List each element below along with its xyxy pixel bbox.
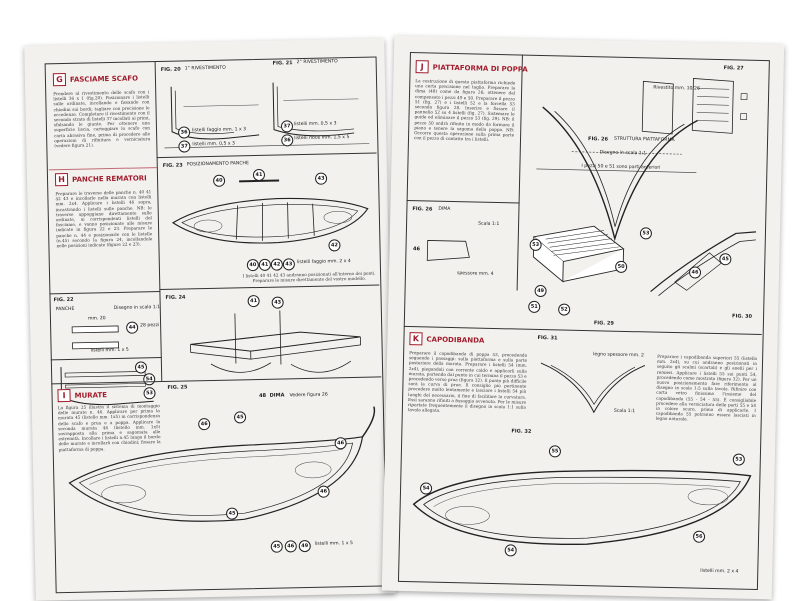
section-i-letter: I — [57, 388, 71, 403]
section-i-title: MURATE — [74, 390, 108, 400]
fig31-scala: Scala 1:1 — [613, 408, 636, 415]
right-page: J PIATTAFORMA DI POPPA La costruzione di… — [381, 35, 785, 600]
fig21-label: FIG. 21 — [272, 60, 293, 67]
fig25-label: FIG. 25 — [167, 384, 188, 391]
section-g-body: Prendere al rivestimento delle scafo con… — [53, 89, 151, 149]
section-h-title: PANCHE REMATORI — [71, 173, 147, 184]
fig25-vedere: Vedere figura 26 — [289, 392, 328, 399]
fig20-note: 1° RIVESTIMENTO — [184, 65, 226, 72]
fig31-label: FIG. 31 — [537, 334, 558, 342]
fig21-cap-1: listelli mm. 0,5 x 3 — [293, 121, 337, 128]
fig30-drawing — [650, 231, 757, 297]
fig29-drawing — [532, 225, 625, 283]
section-j-title: PIATTAFORMA DI POPPA — [432, 63, 528, 74]
fig32-hull-drawing — [412, 469, 752, 546]
section-g-heading: G FASCIAME SCAFO — [52, 71, 139, 87]
fig26-structure-disegno: Disegno in scala 1:1 — [599, 150, 647, 157]
fig25-dima: DIMA — [269, 392, 285, 399]
left-page: G FASCIAME SCAFO Prendere al rivestiment… — [24, 38, 396, 601]
fig26-dima-drawing — [426, 240, 470, 261]
fig22-plank-drawing — [71, 325, 119, 350]
fig24-label: FIG. 24 — [165, 294, 186, 301]
fig22-mm: mm. 20 — [87, 316, 106, 322]
fig26-dima-scala: Scala 1:1 — [478, 221, 500, 228]
fig20-label: FIG. 20 — [160, 66, 181, 73]
section-k-letter: K — [409, 332, 423, 346]
fig25-hull-drawing — [68, 406, 376, 522]
fig23-hull-drawing — [171, 179, 369, 244]
fig22-panche: PANCHE — [55, 306, 75, 313]
fig23-label: FIG. 23 — [162, 162, 183, 169]
fig31-drawing — [540, 362, 646, 414]
fig30-label: FIG. 30 — [731, 313, 753, 320]
section-h-heading: H PANCHE REMATORI — [54, 171, 147, 187]
fig22-listelli: listelli mm. 1 x 5 — [90, 347, 129, 354]
section-g-letter: G — [52, 72, 67, 87]
fig22-pezzi: 28 pezzi — [140, 323, 160, 329]
section-i-heading: I MURATE — [57, 388, 108, 403]
section-h-body: Preparare le traverse delle panche n. 40… — [55, 189, 153, 249]
fig26-structure-label: FIG. 26 — [587, 136, 609, 143]
fig26-dima-spessore: spessore mm. 4 — [456, 271, 494, 277]
fig22-label: FIG. 22 — [53, 296, 74, 304]
section-j-letter: J — [415, 60, 429, 74]
section-k-body: Preparare il capodibanda di poppa 53, pr… — [407, 350, 528, 414]
fig22-disegno: Disegno in scala 1:1 — [113, 305, 161, 312]
section-j-heading: J PIATTAFORMA DI POPPA — [415, 60, 528, 76]
fig27-drawing — [641, 78, 748, 135]
fig27-label: FIG. 27 — [723, 65, 744, 72]
fig24-drawing — [190, 310, 361, 373]
section-j-body: La costruzione di questa piattaforma ric… — [413, 78, 516, 143]
fig21-note: 2° RIVESTIMENTO — [296, 59, 338, 66]
fig26-dima-label: FIG. 26 — [412, 206, 433, 213]
fig20-drawing — [164, 82, 370, 149]
fig29-label: FIG. 29 — [593, 320, 614, 327]
section-k2-body: Preparare i capodibanda superiori 55 (li… — [655, 353, 758, 422]
section-k-heading: K CAPODIBANDA — [409, 332, 484, 347]
fig26-structure-drawing — [536, 106, 698, 242]
fig32-cap: listelli mm. 2 x 4 — [700, 568, 739, 575]
fig20-cap-2: listelli mm. 0,5 x 3 — [192, 141, 235, 148]
section-k-title: CAPODIBANDA — [426, 334, 485, 345]
fig26-dima-title: DIMA — [438, 206, 451, 212]
section-g-title: FASCIAME SCAFO — [69, 73, 139, 84]
section-h-letter: H — [54, 172, 69, 187]
fig25-cap: listelli mm. 1 x 5 — [314, 541, 353, 547]
